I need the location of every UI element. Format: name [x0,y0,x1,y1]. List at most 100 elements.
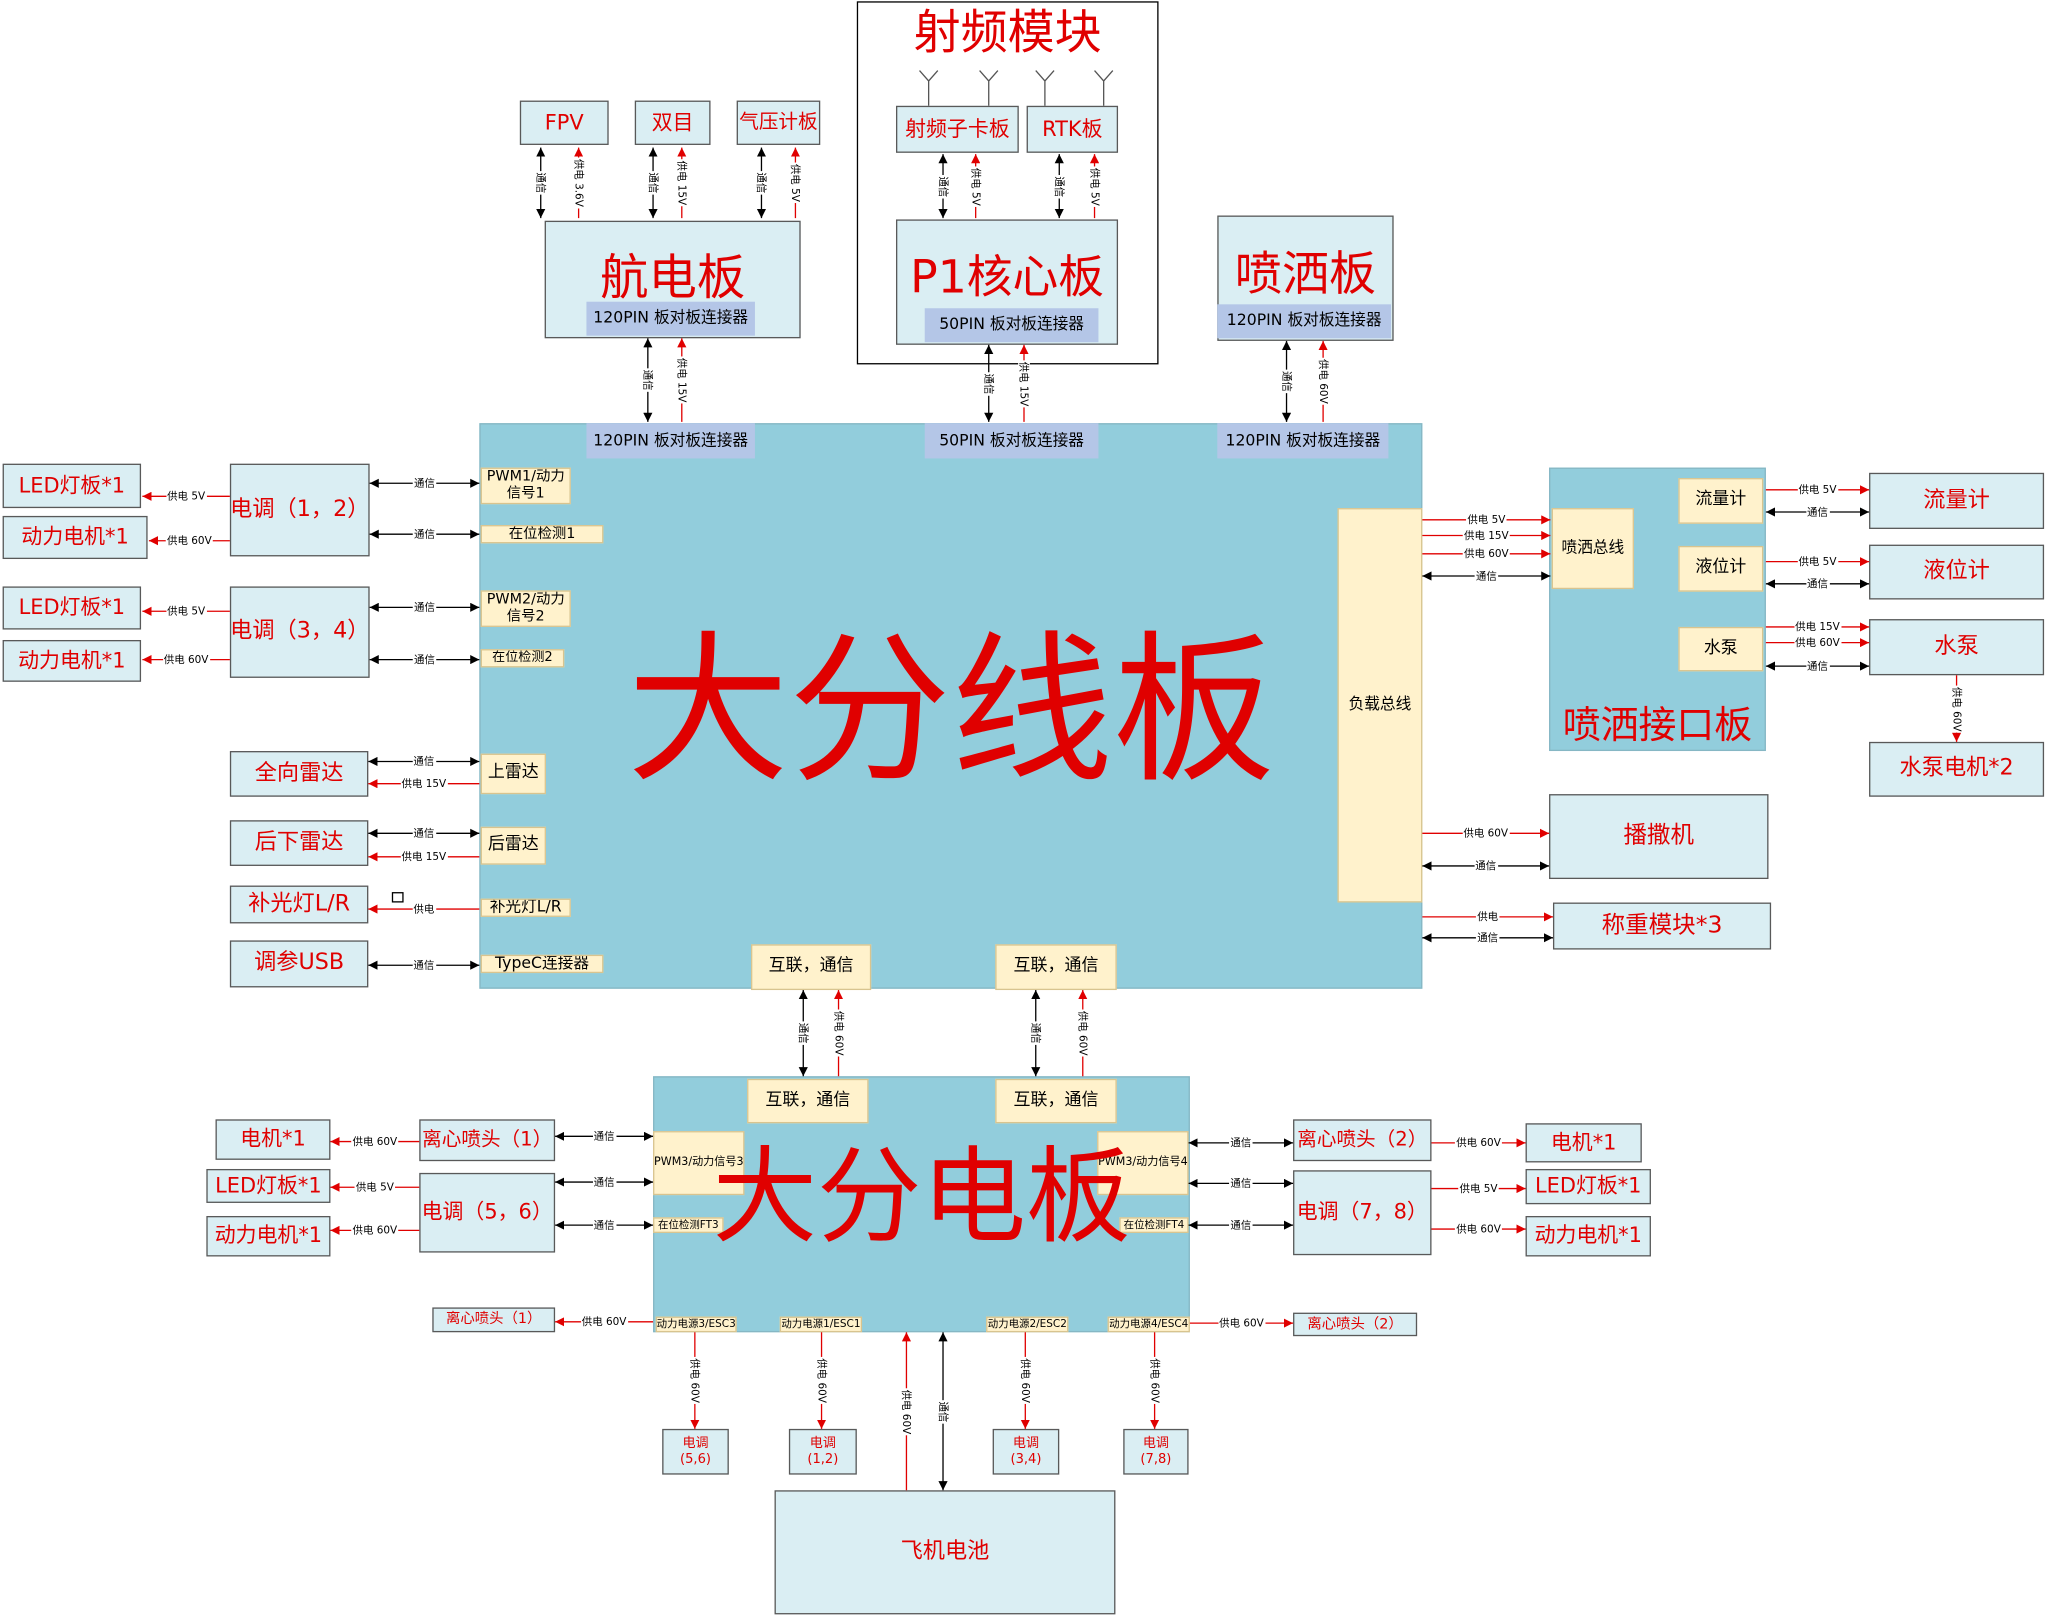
link-label: 供电 5V [1088,165,1101,207]
link-label: 供电 5V [789,162,802,204]
link-label: 供电 60V [1462,547,1511,560]
avionics-connector: 120PIN 板对板连接器 [586,301,755,336]
link-label: 通信 [534,171,547,195]
tuning-usb-box: 调参USB [229,940,369,988]
link-label: 供电 5V [1797,555,1838,568]
spreader-box: 播撒机 [1549,794,1769,880]
link-label: 供电 60V [1019,1356,1032,1405]
nozzle-2-small-box: 离心喷头（2） [1293,1312,1418,1337]
port-pwm4: PWM3/动力信号4 [1097,1131,1189,1196]
link-label: 供电 5V [354,1181,396,1194]
led-board-right-box: LED灯板*1 [1525,1168,1651,1205]
rear-down-radar-box: 后下雷达 [229,820,369,866]
dist-connector-spray: 120PIN 板对板连接器 [1217,423,1389,459]
port-esc1-power: 动力电源1/ESC1 [779,1316,863,1333]
dist-connector-avionics: 120PIN 板对板连接器 [586,423,755,459]
spray-board-title: 喷洒板 [1234,248,1376,302]
binocular-box: 双目 [634,100,711,145]
link-label: 供电 5V [1466,513,1507,526]
link-label: 通信 [641,368,654,392]
link-label: 供电 5V [1797,483,1838,496]
link-label: 供电 60V [900,1387,913,1435]
led-board-1-box: LED灯板*1 [2,463,142,509]
link-label: 通信 [647,171,659,195]
link-label: 通信 [1473,860,1498,872]
link-label: 供电 60V [1317,357,1329,406]
link-label: 通信 [1053,174,1066,198]
link-label: 通信 [982,371,995,396]
port-esc2-power: 动力电源2/ESC2 [986,1316,1069,1333]
link-label: 通信 [1029,1021,1042,1045]
link-label: 供电 5V [969,165,982,207]
barometer-board-box: 气压计板 [736,100,821,145]
link-label: 供电 60V [832,1009,845,1057]
link-label: 通信 [797,1021,810,1045]
aircraft-battery-box: 飞机电池 [774,1490,1116,1615]
link-label: 通信 [592,1130,616,1143]
link-label: 供电 60V [580,1315,628,1328]
link-label: 供电 60V [1454,1136,1503,1149]
link-label: 通信 [755,171,768,195]
motor-right-box: 电机*1 [1525,1123,1642,1163]
link-label: 供电 60V [1217,1317,1266,1329]
esc-7-8-bottom-box: 电调 (7,8) [1123,1428,1189,1475]
link-label: 供电 60V [1148,1356,1161,1405]
nozzle-1-small-box: 离心喷头（1） [432,1307,556,1333]
link-label: 通信 [1280,369,1293,394]
link-label: 供电 15V [1462,529,1511,542]
spray-interface-title: 喷洒接口板 [1562,702,1753,747]
link-label: 通信 [1805,577,1830,590]
link-label: 通信 [412,477,437,490]
link-label: 供电 60V [1462,827,1510,840]
port-pwm3: PWM3/动力信号3 [653,1131,745,1196]
rf-module-title: 射频模块 [913,6,1102,61]
pump-box: 水泵 [1869,619,2045,676]
power-motor-left-box: 动力电机*1 [206,1215,331,1257]
link-label: 通信 [412,653,437,666]
esc-7-8-box: 电调（7，8） [1293,1170,1432,1256]
link-label: 通信 [592,1219,616,1232]
link-label: 通信 [1474,570,1499,582]
small-square-marker [391,892,404,903]
weighing-module-box: 称重模块*3 [1552,902,1772,950]
nozzle-1-box: 离心喷头（1） [419,1119,556,1162]
power-board-title: 大分电板 [712,1136,1131,1258]
power-interconnect-left: 互联，通信 [747,1078,869,1124]
dist-interconnect-left: 互联，通信 [751,944,872,991]
flowmeter-box: 流量计 [1869,472,2045,529]
power-motor-2-box: 动力电机*1 [2,639,142,682]
antenna-icon [1035,70,1055,106]
link-label: 供电 60V [1793,636,1842,649]
link-label: 供电 3.6V [572,157,585,209]
spray-board-connector: 120PIN 板对板连接器 [1217,304,1392,339]
distribution-board [479,423,1423,989]
link-label: 供电 5V [165,605,207,618]
link-label: 供电 60V [688,1356,701,1405]
esc-1-2-box: 电调（1，2） [229,463,370,557]
port-presence-ft3: 在位检测FT3 [653,1217,724,1233]
rtk-board-box: RTK板 [1026,105,1119,153]
port-flowmeter: 流量计 [1678,478,1764,524]
dist-connector-core: 50PIN 板对板连接器 [924,423,1099,459]
link-label: 供电 60V [351,1135,399,1148]
omni-radar-box: 全向雷达 [229,751,369,797]
link-label: 通信 [937,1399,949,1424]
port-presence-ft4: 在位检测FT4 [1119,1217,1189,1233]
fpv-box: FPV [519,100,609,145]
link-label: 通信 [1229,1219,1253,1232]
link-label: 供电 60V [162,653,210,666]
link-label: 供电 [412,903,436,915]
core-board-title: P1核心板 [910,251,1104,304]
link-label: 通信 [412,755,436,768]
esc-5-6-bottom-box: 电调 (5,6) [662,1428,729,1475]
link-label: 供电 15V [1018,359,1030,407]
antenna-icon [919,70,939,106]
link-label: 通信 [412,959,436,972]
link-label: 供电 60V [165,534,214,547]
port-rear-radar: 后雷达 [480,826,546,865]
power-motor-right-box: 动力电机*1 [1525,1215,1651,1257]
esc-1-2-bottom-box: 电调 (1,2) [788,1428,857,1475]
link-label: 通信 [1805,506,1830,518]
link-label: 供电 15V [1793,621,1842,633]
